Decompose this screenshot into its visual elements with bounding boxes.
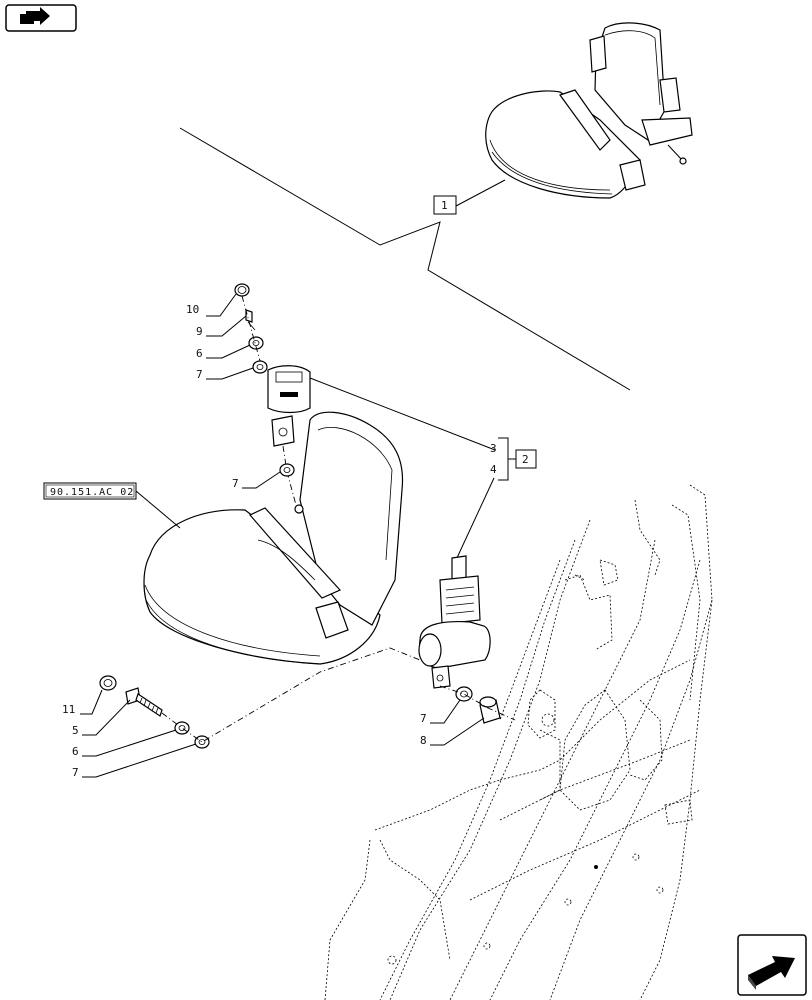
reference-label[interactable]: 90.151.AC 02 — [50, 487, 134, 498]
main-seat — [143, 411, 404, 665]
callout-4: 4 — [490, 463, 497, 476]
callout-2: 2 — [522, 453, 529, 466]
callout-11: 11 — [62, 703, 75, 716]
spacer-8 — [479, 696, 501, 724]
callout-6-upper: 6 — [196, 347, 203, 360]
washer-7-lower-right — [455, 686, 473, 702]
callout-1: 1 — [441, 199, 448, 212]
seat-belt-retractor — [418, 555, 491, 689]
nut-10 — [234, 283, 250, 297]
washer-6-upper — [248, 336, 264, 350]
callout-7-lower-left: 7 — [72, 766, 79, 779]
break-line — [179, 127, 631, 391]
cab-frame — [324, 484, 713, 1000]
bolt-9 — [245, 309, 256, 331]
callout-6-lower: 6 — [72, 745, 79, 758]
callout-3: 3 — [490, 442, 497, 455]
washer-7-mid — [279, 463, 295, 477]
callout-7-mid: 7 — [232, 477, 239, 490]
washer-6-lower — [174, 721, 190, 735]
callout-10: 10 — [186, 303, 199, 316]
seat-assembly-top — [485, 22, 693, 199]
washer-7-upper — [252, 360, 268, 374]
nut-11 — [99, 675, 117, 691]
callout-7-upper: 7 — [196, 368, 203, 381]
callout-5: 5 — [72, 724, 79, 737]
seat-belt-buckle-upper — [267, 365, 311, 447]
bolt-5 — [125, 687, 163, 717]
next-page-arrow-icon[interactable] — [737, 934, 807, 996]
callout-7-lower-right: 7 — [420, 712, 427, 725]
callout-9: 9 — [196, 325, 203, 338]
book-arrow-icon[interactable] — [5, 4, 77, 32]
washer-7-lower-left — [194, 735, 210, 749]
callout-8: 8 — [420, 734, 427, 747]
